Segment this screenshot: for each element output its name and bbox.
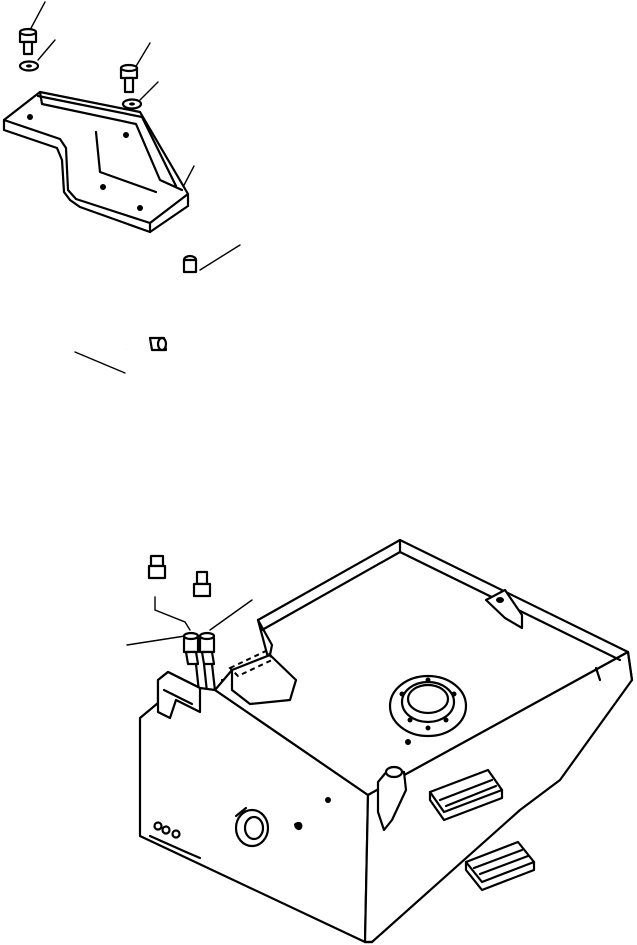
washer-2 — [121, 98, 143, 110]
hose-short — [124, 332, 168, 580]
step-lower — [464, 840, 536, 892]
hose-long — [182, 254, 212, 598]
bracket — [2, 90, 190, 234]
step-upper — [428, 768, 504, 822]
leader-fitting-a — [126, 635, 186, 646]
leader-hose-long — [199, 244, 241, 271]
leader-washer-2 — [139, 81, 159, 101]
tank — [138, 538, 634, 944]
leader-hose-ends — [154, 596, 191, 631]
washer-1 — [18, 60, 40, 72]
bolt-1 — [18, 27, 38, 56]
bolt-2 — [119, 63, 139, 94]
leader-fitting-b — [209, 599, 253, 631]
leader-bolt-1 — [29, 1, 46, 31]
leader-hose-short — [74, 351, 126, 374]
leader-washer-1 — [37, 39, 56, 61]
leader-lines — [29, 1, 253, 646]
leader-bolt-2 — [134, 42, 151, 69]
